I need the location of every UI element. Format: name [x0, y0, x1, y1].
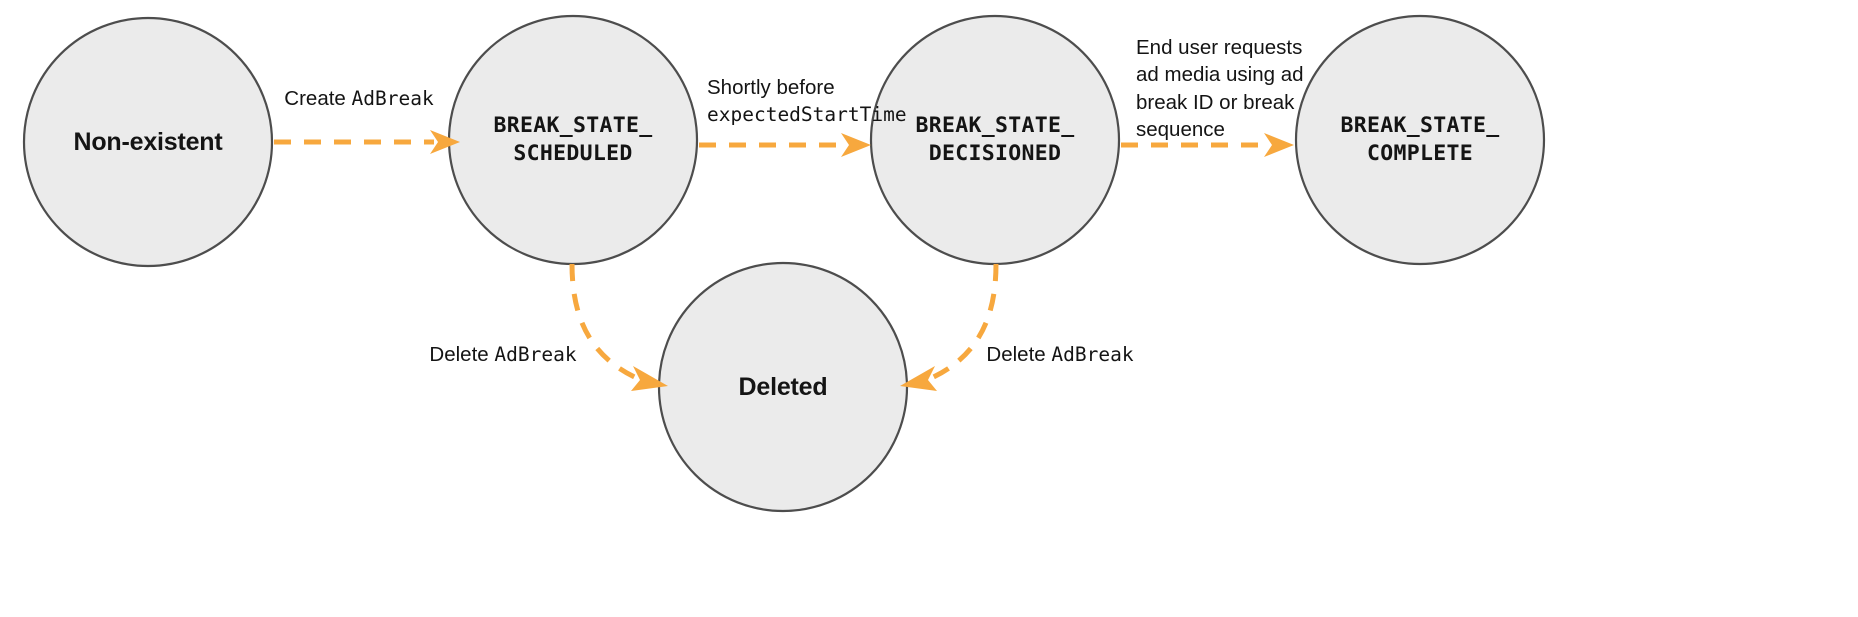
- edge-scheduled-to-decisioned[interactable]: [699, 133, 871, 157]
- node-deleted[interactable]: [657, 261, 909, 513]
- node-break-state-decisioned[interactable]: [869, 14, 1121, 266]
- node-break-state-complete[interactable]: [1294, 14, 1546, 266]
- edge-decisioned-to-complete[interactable]: [1121, 133, 1294, 157]
- edge-create-adbreak[interactable]: [274, 130, 460, 154]
- edge-decisioned-to-deleted[interactable]: [900, 263, 999, 391]
- edges-layer: [274, 130, 1294, 391]
- edge-scheduled-to-deleted[interactable]: [569, 263, 668, 391]
- node-break-state-scheduled[interactable]: [447, 14, 699, 266]
- nodes-layer: [22, 14, 1546, 513]
- node-non-existent[interactable]: [22, 16, 274, 268]
